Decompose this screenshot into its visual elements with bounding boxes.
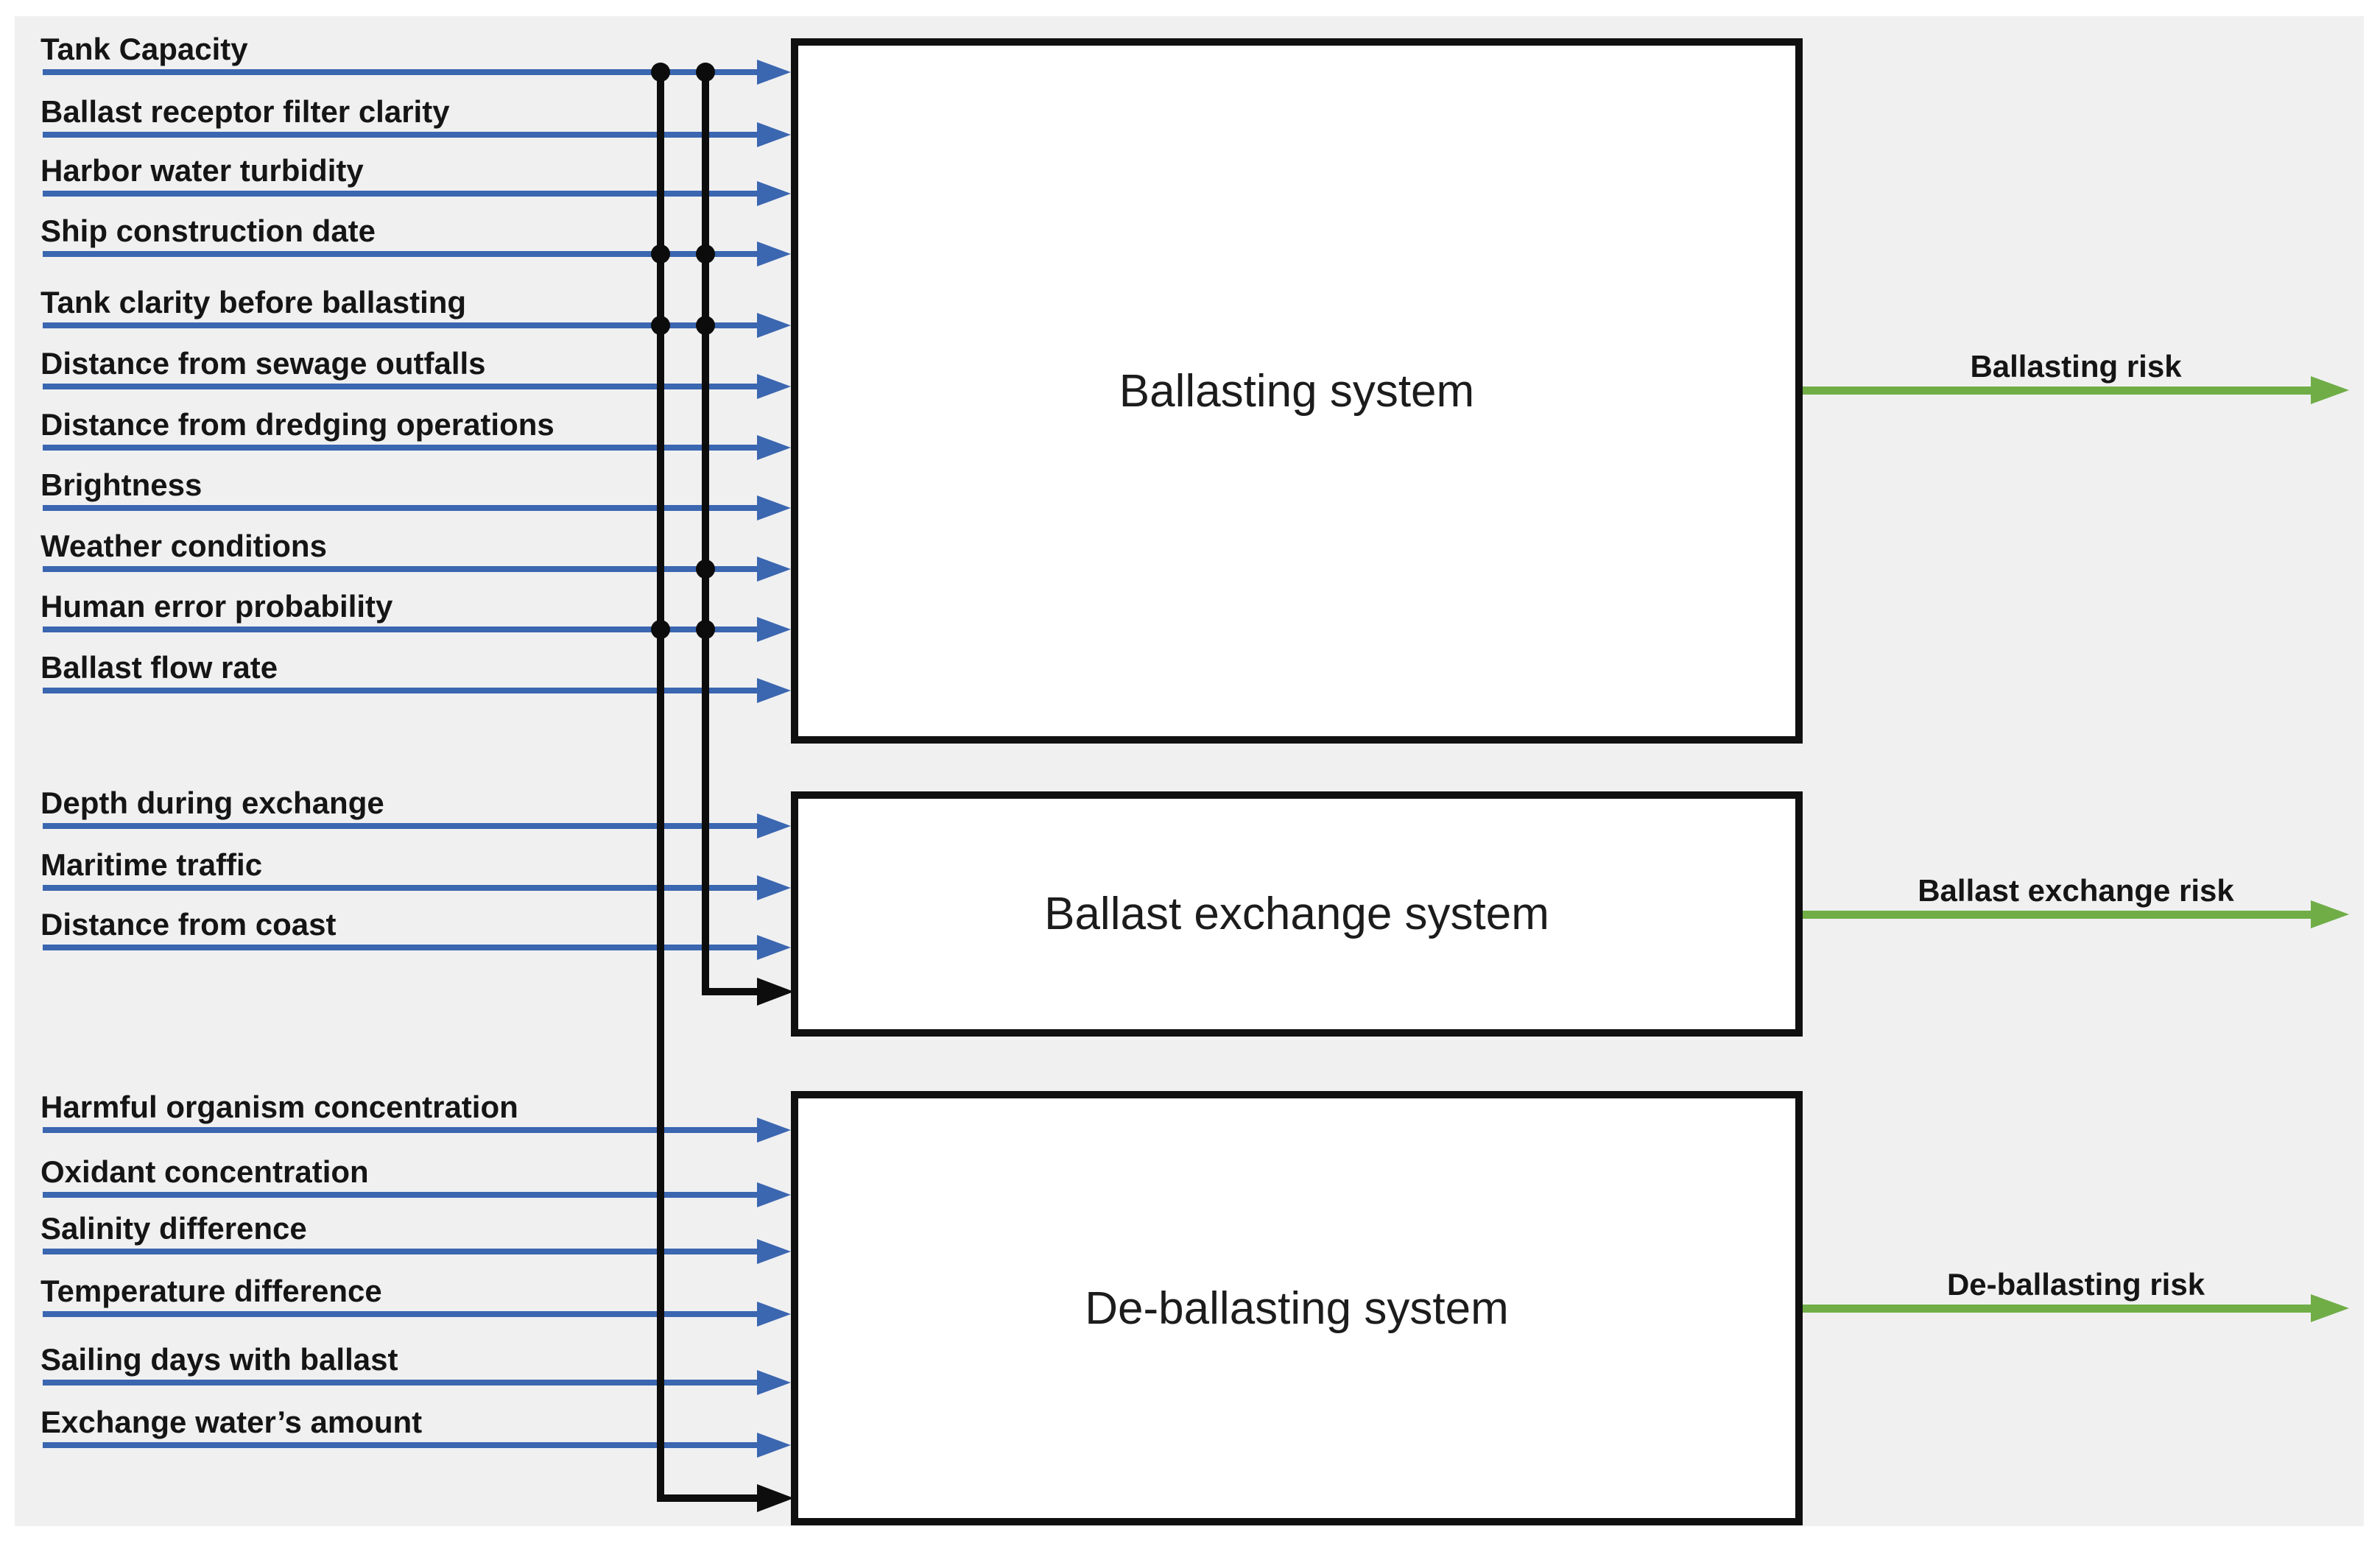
input-label: Temperature difference (41, 1274, 382, 1308)
input-label: Exchange water’s amount (41, 1405, 423, 1439)
shared-line-to-exchange (702, 69, 709, 995)
junction-dot (696, 560, 715, 579)
ballasting-risk-label: Ballasting risk (1970, 349, 2182, 384)
input-arrow (43, 557, 791, 582)
ballast-exchange-risk-arrow (1803, 900, 2349, 928)
de-ballasting-risk-label: De-ballasting risk (1946, 1267, 2205, 1302)
input-label: Sailing days with ballast (41, 1342, 398, 1377)
input-arrow (43, 313, 791, 338)
input-label: Tank clarity before ballasting (41, 285, 467, 320)
ballasting-system-box: Ballasting system (791, 38, 1803, 744)
input-label: Brightness (41, 467, 203, 502)
junction-dot (696, 244, 715, 264)
de-ballasting-risk-arrow (1803, 1294, 2349, 1322)
ballasting-risk-arrow (1803, 376, 2349, 404)
input-label: Ballast receptor filter clarity (41, 94, 450, 129)
input-arrow (43, 241, 791, 267)
input-arrow (43, 1433, 791, 1458)
junction-dot (696, 63, 715, 82)
input-arrow (43, 60, 791, 85)
input-arrow (43, 1302, 791, 1327)
input-arrow (43, 1370, 791, 1395)
junction-dot (651, 316, 670, 335)
input-arrow (43, 181, 791, 206)
de-ballasting-system-box: De-ballasting system (791, 1091, 1803, 1525)
input-arrow (43, 678, 791, 703)
input-arrow (43, 122, 791, 147)
input-arrow (43, 935, 791, 960)
input-label: Harbor water turbidity (41, 153, 364, 188)
input-label: Ship construction date (41, 213, 376, 248)
ballast-exchange-system-title: Ballast exchange system (1044, 889, 1549, 939)
input-arrow (43, 374, 791, 399)
input-arrow (43, 813, 791, 839)
input-arrow (43, 495, 791, 520)
junction-dot (696, 620, 715, 639)
shared-line-to-deballast (657, 69, 664, 1502)
input-label: Maritime traffic (41, 847, 263, 882)
input-label: Distance from coast (41, 907, 337, 942)
input-label: Ballast flow rate (41, 650, 278, 685)
junction-dot (651, 620, 670, 639)
input-arrow (43, 435, 791, 460)
ballasting-system-title: Ballasting system (1119, 365, 1475, 417)
input-label: Weather conditions (41, 529, 327, 563)
input-arrow (43, 1118, 791, 1143)
junction-dot (651, 63, 670, 82)
input-arrow (43, 1182, 791, 1207)
junction-dot (696, 316, 715, 335)
shared-line-to-exchange-arrow (702, 978, 794, 1006)
input-label: Human error probability (41, 589, 393, 624)
input-arrow (43, 1239, 791, 1264)
input-label: Depth during exchange (41, 786, 384, 820)
junction-dot (651, 244, 670, 264)
de-ballasting-system-title: De-ballasting system (1085, 1282, 1509, 1334)
input-label: Distance from sewage outfalls (41, 346, 486, 381)
input-label: Tank Capacity (41, 32, 248, 66)
input-arrow (43, 875, 791, 900)
input-label: Harmful organism concentration (41, 1090, 518, 1124)
input-label: Salinity difference (41, 1211, 307, 1246)
shared-line-to-deballast-arrow (657, 1484, 794, 1512)
input-label: Distance from dredging operations (41, 407, 554, 442)
ballast-exchange-system-box: Ballast exchange system (791, 791, 1803, 1037)
input-arrow (43, 617, 791, 642)
input-label: Oxidant concentration (41, 1154, 369, 1189)
ballast-exchange-risk-label: Ballast exchange risk (1918, 873, 2234, 908)
